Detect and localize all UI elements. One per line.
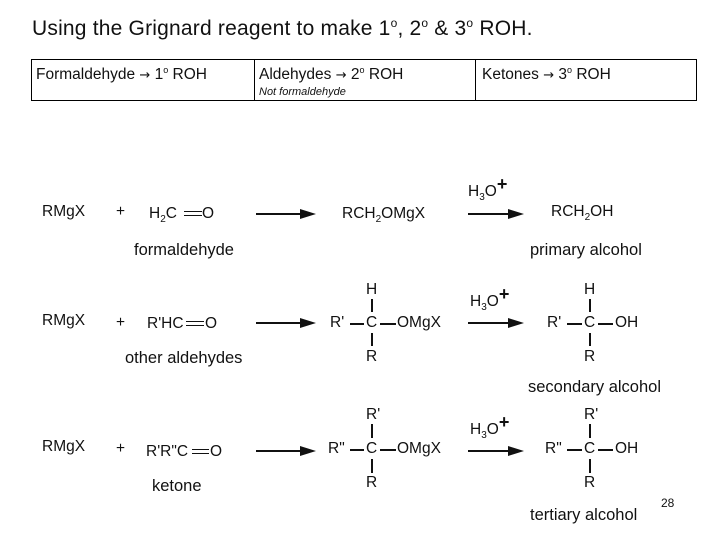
product-formula: RCH2OH <box>551 203 614 224</box>
product-label: primary alcohol <box>530 241 642 259</box>
carbonyl-formula: R'R"C <box>146 443 189 460</box>
substituent-right: OH <box>615 314 639 331</box>
substituent-right: OH <box>615 440 639 457</box>
substituent-left: R' <box>547 314 562 331</box>
carbonyl-oxygen: O <box>205 315 218 332</box>
plus-sign: + <box>116 440 126 457</box>
double-bond <box>186 321 204 326</box>
plus-sign: + <box>116 314 126 331</box>
page-number: 28 <box>661 496 675 510</box>
reactant-label: other aldehydes <box>125 349 243 367</box>
substituent-bottom: R <box>366 348 378 365</box>
bond-horizontal <box>380 323 396 325</box>
box-ketones: Ketones → 3o ROH <box>475 60 696 100</box>
grignard-reagent: RMgX <box>42 203 86 220</box>
substituent-top: H <box>366 281 378 298</box>
bond-horizontal <box>567 449 582 451</box>
substituent-right: OMgX <box>397 314 441 331</box>
substituent-bottom: R <box>584 348 596 365</box>
box-aldehydes: Aldehydes → 2o ROH Not formaldehyde <box>254 60 475 100</box>
arrow-icon: → <box>139 68 151 84</box>
bond-vertical <box>589 459 591 473</box>
central-carbon: C <box>366 440 378 457</box>
reaction-arrow <box>468 446 524 456</box>
acid-workup: H3O+ <box>468 174 508 204</box>
substituent-left: R" <box>328 440 345 457</box>
grignard-reagent: RMgX <box>42 438 86 455</box>
reaction-arrow <box>468 318 524 328</box>
box-note: Not formaldehyde <box>259 86 346 98</box>
reaction-arrow <box>468 209 524 219</box>
bond-vertical <box>589 299 591 312</box>
bond-horizontal <box>598 323 613 325</box>
double-bond <box>184 211 202 216</box>
product-label: tertiary alcohol <box>530 506 638 524</box>
carbonyl-formula: H2C <box>149 205 177 226</box>
product-label: secondary alcohol <box>528 378 661 396</box>
bond-horizontal <box>350 323 364 325</box>
arrow-icon: → <box>335 68 347 84</box>
central-carbon: C <box>584 314 596 331</box>
bond-horizontal <box>598 449 613 451</box>
intermediate-formula: RCH2OMgX <box>342 205 426 226</box>
substituent-left: R" <box>545 440 562 457</box>
carbonyl-oxygen: O <box>210 443 223 460</box>
carbonyl-oxygen: O <box>202 205 215 222</box>
reaction-arrow <box>256 209 316 219</box>
page-title: Using the Grignard reagent to make 1o, 2… <box>32 16 533 40</box>
substituent-left: R' <box>330 314 345 331</box>
bond-horizontal <box>350 449 364 451</box>
box-formaldehyde: Formaldehyde → 1o ROH <box>36 65 207 84</box>
bond-vertical <box>589 333 591 346</box>
reaction-arrow <box>256 318 316 328</box>
summary-boxes: Formaldehyde → 1o ROH Aldehydes → 2o ROH… <box>31 59 697 101</box>
central-carbon: C <box>366 314 378 331</box>
substituent-top: R' <box>366 406 381 423</box>
substituent-bottom: R <box>366 474 378 491</box>
bond-horizontal <box>567 323 582 325</box>
substituent-bottom: R <box>584 474 596 491</box>
bond-vertical <box>371 459 373 473</box>
reaction-arrow <box>256 446 316 456</box>
grignard-reagent: RMgX <box>42 312 86 329</box>
carbonyl-formula: R'HC <box>147 315 184 332</box>
double-bond <box>192 449 209 454</box>
acid-workup: H3O+ <box>470 412 510 442</box>
central-carbon: C <box>584 440 596 457</box>
substituent-right: OMgX <box>397 440 441 457</box>
bond-vertical <box>589 424 591 438</box>
acid-workup: H3O+ <box>470 284 510 314</box>
reactant-label: formaldehyde <box>134 241 234 259</box>
bond-horizontal <box>380 449 396 451</box>
plus-sign: + <box>116 203 126 220</box>
substituent-top: R' <box>584 406 599 423</box>
bond-vertical <box>371 424 373 438</box>
bond-vertical <box>371 333 373 346</box>
reactant-label: ketone <box>152 477 202 495</box>
substituent-top: H <box>584 281 596 298</box>
bond-vertical <box>371 299 373 312</box>
arrow-icon: → <box>543 68 555 84</box>
